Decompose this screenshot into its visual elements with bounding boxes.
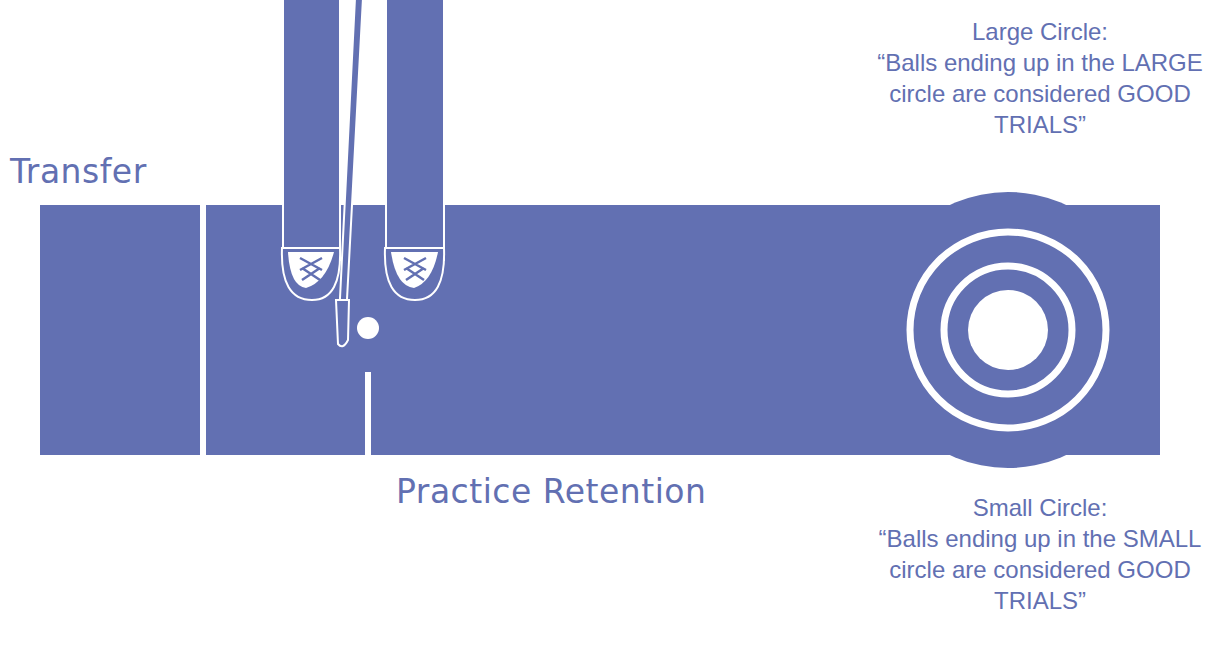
practice-line [365,372,371,455]
circle-heading: Large Circle: [870,16,1210,47]
left-leg [283,0,340,260]
large-circle [910,232,1106,428]
circle-note: “Balls ending up in the SMALL circle are… [870,523,1210,616]
putter-head [336,300,349,346]
zone-label: Practice Retention [396,472,706,512]
circle-heading: Small Circle: [870,492,1210,523]
putting-green [40,205,1160,455]
transfer-line [200,205,206,455]
zone-label: Transfer [10,152,147,192]
golf-ball [357,317,379,339]
left-shoe [282,248,340,300]
putter-shaft [339,0,363,318]
hole [968,290,1048,370]
right-shoe [385,248,444,300]
circle-note: “Balls ending up in the LARGE circle are… [870,47,1210,140]
small-circle [944,266,1072,394]
right-leg [386,0,444,260]
